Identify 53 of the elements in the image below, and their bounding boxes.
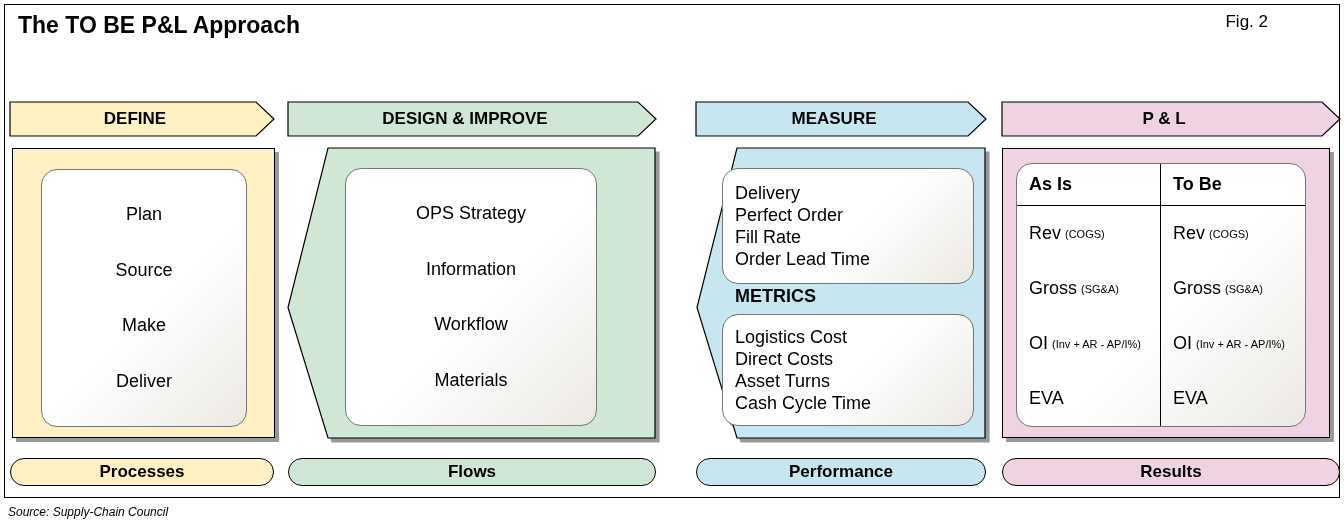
list-card bbox=[41, 169, 247, 427]
category-pill bbox=[1002, 458, 1340, 486]
list-item: Cash Cycle Time bbox=[735, 392, 872, 414]
pill-label: Results bbox=[1139, 461, 1203, 483]
arrow-panel bbox=[697, 148, 985, 438]
list-item: Make bbox=[122, 315, 166, 337]
table-cell: Gross (SG&A) bbox=[1017, 261, 1161, 316]
category-pill bbox=[10, 458, 274, 486]
title: The TO BE P&L Approach bbox=[18, 12, 300, 39]
results-table bbox=[1016, 163, 1306, 427]
list-item: Asset Turns bbox=[735, 370, 831, 392]
list-item: Workflow bbox=[434, 314, 508, 336]
column-header: To Be bbox=[1161, 164, 1305, 206]
list-item: Fill Rate bbox=[735, 226, 801, 248]
arrow-panel bbox=[288, 148, 655, 438]
table-cell: OI (Inv + AR - AP/I%) bbox=[1017, 316, 1161, 371]
pill-label: Performance bbox=[788, 461, 894, 483]
list-item: Perfect Order bbox=[735, 204, 844, 226]
figure-number: Fig. 2 bbox=[1225, 12, 1268, 32]
chevron-header bbox=[696, 102, 986, 136]
header-label: MEASURE bbox=[790, 108, 878, 130]
pill-label: Processes bbox=[98, 461, 186, 483]
list-item: OPS Strategy bbox=[415, 203, 527, 225]
list-card bbox=[345, 168, 597, 426]
list-item: Materials bbox=[434, 369, 508, 391]
list-item: Information bbox=[425, 258, 516, 280]
table-cell: EVA bbox=[1017, 371, 1161, 426]
column-header: As Is bbox=[1017, 164, 1161, 206]
section-heading: METRICS bbox=[735, 286, 816, 307]
list-card bbox=[722, 314, 974, 426]
list-item: Order Lead Time bbox=[735, 248, 871, 270]
table-cell-text: OI (Inv + AR - AP/I%) bbox=[1172, 332, 1286, 355]
category-pill bbox=[696, 458, 986, 486]
list-item: Direct Costs bbox=[735, 348, 833, 370]
chevron-header bbox=[288, 102, 656, 136]
list-item: Logistics Cost bbox=[735, 326, 848, 348]
list-item: Plan bbox=[126, 204, 162, 226]
header-label: P & L bbox=[1141, 108, 1187, 130]
table-cell: Rev (COGS) bbox=[1017, 206, 1161, 261]
table-cell-text: EVA bbox=[1172, 387, 1209, 410]
chevron-header bbox=[10, 102, 274, 136]
category-pill bbox=[288, 458, 656, 486]
table-cell-text: Gross (SG&A) bbox=[1172, 277, 1264, 300]
chevron-header bbox=[1002, 102, 1340, 136]
list-card bbox=[722, 168, 974, 284]
source-caption: Source: Supply-Chain Council bbox=[8, 505, 169, 519]
list-item: Delivery bbox=[735, 182, 800, 204]
list-item: Deliver bbox=[116, 370, 172, 392]
table-cell-text: Rev (COGS) bbox=[1172, 222, 1250, 245]
header-label: DEFINE bbox=[102, 108, 168, 130]
pill-label: Flows bbox=[446, 461, 498, 483]
list-item: Source bbox=[115, 259, 173, 281]
header-label: DESIGN & IMPROVE bbox=[381, 108, 549, 130]
